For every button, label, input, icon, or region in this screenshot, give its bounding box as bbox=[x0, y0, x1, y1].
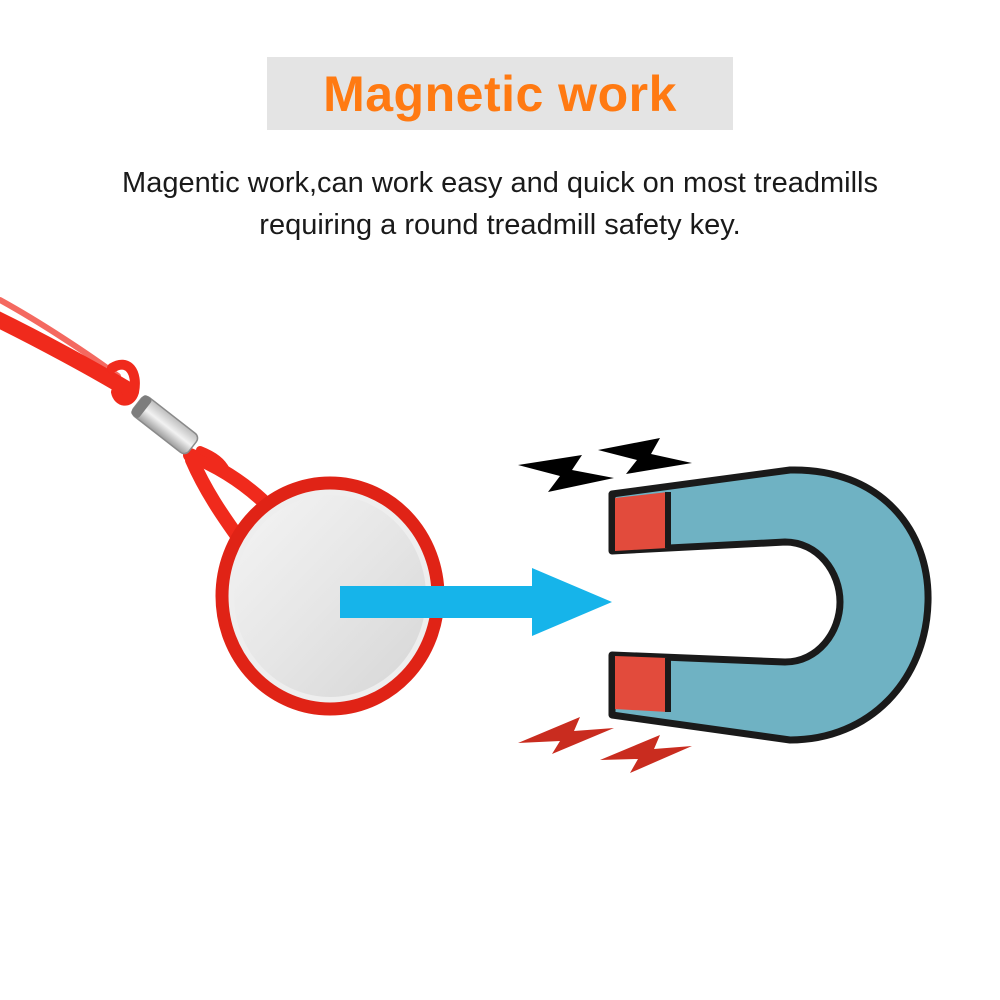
title-banner: Magnetic work bbox=[267, 57, 733, 130]
horseshoe-magnet-icon bbox=[608, 466, 932, 744]
key-sleeve bbox=[131, 395, 199, 455]
lightning-spark-icon bbox=[518, 438, 692, 773]
arrow-right-icon bbox=[340, 568, 612, 636]
description-line-1: Magentic work,can work easy and quick on… bbox=[122, 167, 878, 199]
safety-key-icon bbox=[0, 297, 445, 716]
page-title: Magnetic work bbox=[323, 65, 677, 122]
key-cord bbox=[0, 297, 269, 547]
description-text: Magentic work,can work easy and quick on… bbox=[0, 162, 1000, 246]
description-line-2: requiring a round treadmill safety key. bbox=[259, 209, 741, 241]
key-disc bbox=[234, 495, 426, 697]
